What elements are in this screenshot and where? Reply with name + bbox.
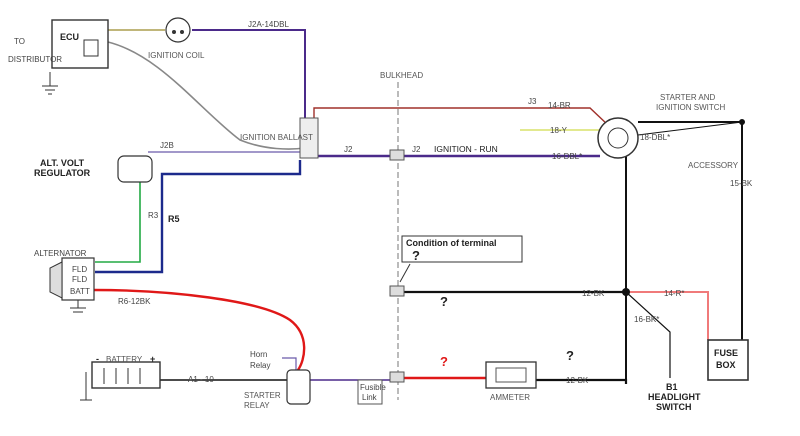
alt-volt-regulator <box>117 155 153 183</box>
starter-relay-label: STARTER <box>244 391 281 400</box>
condition-note-box <box>401 235 523 263</box>
junction-dot <box>739 119 745 125</box>
j3-wire-label: J3 <box>528 97 537 106</box>
15bk-wire-label: 15-BK <box>730 179 753 188</box>
wire-ecu-ballast <box>107 41 306 150</box>
starter-switch-label: STARTER AND <box>660 93 715 102</box>
fuse-box-label: BOX <box>716 360 736 370</box>
ammeter-label: AMMETER <box>490 393 530 402</box>
bulkhead-label: BULKHEAD <box>380 71 423 80</box>
wire-r3 <box>95 178 141 263</box>
headlight-label: HEADLIGHT <box>648 392 701 402</box>
wire-r6 <box>93 288 306 371</box>
alt-volt-reg-label: REGULATOR <box>34 168 91 178</box>
fuse-box-label: FUSE <box>714 348 738 358</box>
junction-dot <box>622 288 630 296</box>
r5-wire-label: R5 <box>168 214 180 224</box>
battery-minus: - <box>96 354 99 364</box>
j2b-wire-label: J2B <box>160 141 174 150</box>
wire-15bk <box>638 121 743 340</box>
coil-terminal <box>180 30 184 34</box>
18dbl-wire-label: 18-DBL* <box>640 133 670 142</box>
accessory-label: ACCESSORY <box>688 161 739 170</box>
16bk-wire-label: 16-BK* <box>634 315 659 324</box>
alternator-label: ALTERNATOR <box>34 249 87 258</box>
14r-wire-label: 14-R* <box>664 289 684 298</box>
starter-relay-label: RELAY <box>244 401 270 410</box>
coil-terminal <box>172 30 176 34</box>
ignition-coil-label: IGNITION COIL <box>148 51 205 60</box>
question-mark: ? <box>412 248 420 263</box>
ignition-ballast <box>299 117 319 159</box>
to-distributor-label: DISTRIBUTOR <box>8 55 62 64</box>
bulkhead-connector-bottom <box>389 371 405 383</box>
alt-volt-reg-label: ALT. VOLT <box>40 158 85 168</box>
16dbl-wire-label: 16-DBL* <box>552 152 582 161</box>
starter-switch-inner <box>607 127 629 149</box>
fuse-box <box>707 339 749 381</box>
fusible-link-label: Link <box>362 393 378 402</box>
question-mark: ? <box>440 294 448 309</box>
wire-horn <box>282 357 297 372</box>
condition-note: Condition of terminal <box>406 238 497 248</box>
wire-14r <box>626 291 709 340</box>
question-mark: ? <box>566 348 574 363</box>
battery-label: BATTERY <box>106 355 143 364</box>
alternator-body <box>61 257 95 301</box>
fusible-link-label: Fusible <box>360 383 386 392</box>
ground-icon <box>42 72 58 95</box>
ammeter-face <box>495 367 527 383</box>
battery-plus: + <box>150 354 155 364</box>
bulkhead-connector-mid <box>389 285 405 297</box>
bulkhead-connector-top <box>389 149 405 161</box>
fusible-link <box>357 379 383 405</box>
j2-wire-label: J2 <box>344 145 353 154</box>
horn-relay-label: Horn <box>250 350 267 359</box>
wire-j2a <box>192 29 306 118</box>
a1-wire-label: A1 - 10 <box>188 375 214 384</box>
alternator-pulley-icon <box>49 261 63 299</box>
wire-12bk-bottom <box>536 378 628 384</box>
ecu-box <box>51 19 109 69</box>
wire-j3 <box>313 107 609 126</box>
r3-wire-label: R3 <box>148 211 159 220</box>
battery-body <box>91 361 161 389</box>
ground-icon <box>80 372 92 401</box>
j2-wire-label: J2 <box>412 145 421 154</box>
batt-label: BATT <box>70 287 90 296</box>
wire-16bk <box>625 291 671 378</box>
headlight-label: SWITCH <box>656 402 692 412</box>
ignition-coil-icon <box>165 17 191 43</box>
ignition-run-label: IGNITION - RUN <box>434 144 498 154</box>
12bk-wire-label: 12-BK <box>582 289 605 298</box>
headlight-label: B1 <box>666 382 678 392</box>
ground-icon <box>70 300 86 313</box>
question-mark: ? <box>440 354 448 369</box>
12bk-wire-label: 12-BK <box>566 376 589 385</box>
r6-wire-label: R6-12BK <box>118 297 151 306</box>
18y-wire-label: 18-Y <box>550 126 568 135</box>
14br-wire-label: 14-BR <box>548 101 571 110</box>
ballast-label: IGNITION BALLAST <box>240 133 313 142</box>
fld-label: FLD <box>72 275 87 284</box>
starter-switch-label: IGNITION SWITCH <box>656 103 726 112</box>
starter-relay <box>286 369 311 405</box>
wire-18dbl <box>637 121 743 136</box>
ecu-module-icon <box>83 39 99 57</box>
wire-r5 <box>95 160 302 274</box>
j2a-wire-label: J2A-14DBL <box>248 20 289 29</box>
horn-relay-label: Relay <box>250 361 270 370</box>
to-distributor-label: TO <box>14 37 25 46</box>
condition-pointer <box>399 263 411 283</box>
ecu-label: ECU <box>60 32 79 42</box>
fld-label: FLD <box>72 265 87 274</box>
